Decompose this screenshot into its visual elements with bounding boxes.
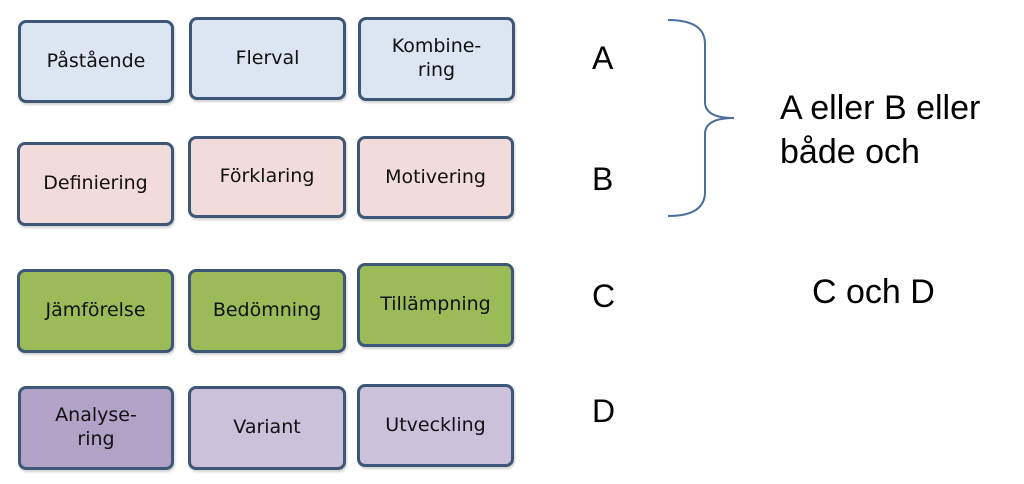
box-motivering: Motivering <box>357 136 514 219</box>
cd-note: C och D <box>812 273 935 311</box>
box-label: Jämförelse <box>45 299 146 322</box>
brace-note: A eller B eller både och <box>780 86 980 174</box>
box-label: Förklaring <box>219 165 315 188</box>
box-label: Variant <box>233 416 301 439</box>
letter-d: D <box>592 393 616 429</box>
box-definiering: Definiering <box>17 142 174 226</box>
brace-note-line-1: A eller B eller <box>780 89 981 127</box>
box-analysering: Analyse- ring <box>18 386 174 470</box>
box-label: Kombine- ring <box>391 35 482 81</box>
box-pastaende: Påstående <box>18 20 174 103</box>
box-label: Tillämpning <box>380 293 491 316</box>
box-jamforelse: Jämförelse <box>17 269 174 353</box>
box-label: Motivering <box>385 165 486 188</box>
box-label: Analyse- ring <box>55 404 137 450</box>
box-label: Flerval <box>235 46 300 69</box>
box-forklaring: Förklaring <box>188 136 346 218</box>
letter-b: B <box>592 161 614 197</box>
box-label: Definiering <box>43 172 148 195</box>
box-flerval: Flerval <box>189 17 346 100</box>
box-label: Påstående <box>46 49 146 72</box>
curly-brace-icon <box>667 19 735 217</box>
box-label: Utveckling <box>385 413 486 436</box>
box-kombinering: Kombine- ring <box>358 17 515 101</box>
box-label: Bedömning <box>212 299 322 322</box>
letter-c: C <box>592 278 616 314</box>
brace-note-line-2: både och <box>780 133 920 172</box>
letter-a: A <box>592 40 614 76</box>
box-tillampning: Tillämpning <box>357 263 514 347</box>
box-variant: Variant <box>188 386 346 470</box>
box-bedomning: Bedömning <box>188 269 346 353</box>
box-utveckling: Utveckling <box>357 384 514 467</box>
